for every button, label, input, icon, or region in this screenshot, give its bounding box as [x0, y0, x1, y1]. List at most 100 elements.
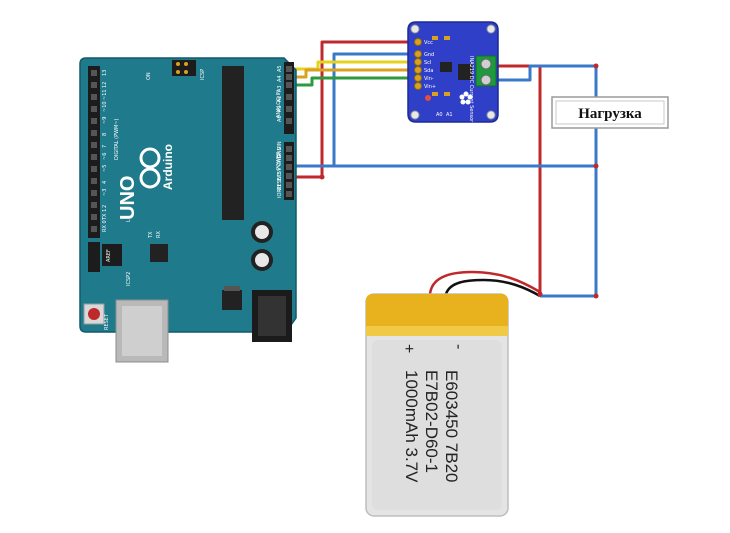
wire-a4-to-sda — [292, 60, 418, 71]
reset-button[interactable] — [88, 308, 100, 320]
ina219-chip — [440, 62, 452, 72]
load-box — [551, 96, 669, 129]
battery-body-shade — [372, 340, 502, 510]
analog-pin-label-a4: A4 — [277, 75, 283, 82]
digital-pin-label--6: ~6 — [102, 153, 108, 160]
digital-pin-label--10: ~10 — [102, 101, 108, 112]
power-led — [425, 95, 431, 101]
junction-dot — [537, 291, 543, 297]
battery-tape-strip — [366, 326, 508, 336]
wire-gnd-to-gnd — [292, 52, 418, 168]
icsp-header — [172, 60, 196, 76]
digital-pin-label-tx-1: TX 1 — [102, 209, 108, 221]
analog-pin-label-a1: A1 — [277, 105, 283, 112]
lipo-battery: + - E603450 7B20 E7B02-D60-1 1000mAh 3.7… — [365, 293, 509, 517]
digital-pin-label-8: 8 — [102, 133, 108, 136]
rx-label: RX — [156, 231, 162, 238]
power-pin-label-gnd: GND — [277, 146, 283, 158]
junction-dot — [593, 293, 599, 299]
sensor-smd-parts — [432, 36, 450, 96]
power-pin-label-3v3: 3V3 — [277, 172, 283, 182]
digital-pin-label--5: ~5 — [102, 165, 108, 172]
wire-vin-plus-to-battery — [498, 64, 542, 294]
analog-pin-label-a3: A3 — [277, 85, 283, 92]
sensor-title: INA219 DC Current Sensor — [468, 56, 474, 123]
arduino-brand: Arduino — [161, 144, 175, 190]
sensor-address-a1: A1 — [446, 112, 453, 118]
power-jack-inner — [258, 296, 286, 336]
terminal-screw-2[interactable] — [480, 74, 492, 86]
wire-vin-minus-to-load — [498, 64, 598, 97]
analog-pin-label-a0: A0 — [277, 115, 283, 122]
icsp-label: ICSP — [200, 69, 206, 80]
voltage-regulator — [222, 290, 242, 310]
reset-label: RESET — [104, 313, 110, 330]
shunt-resistor — [458, 64, 472, 80]
terminal-screw-1[interactable] — [480, 58, 492, 70]
battery-line-2: E7B02-D60-1 — [422, 370, 441, 473]
battery-line-1: E603450 7B20 — [442, 370, 461, 483]
sensor-pin-label-vin-: Vin- — [424, 76, 434, 82]
power-label: POWER — [276, 151, 282, 170]
junction-dot — [593, 163, 599, 169]
wire-load-to-battery-minus — [540, 128, 598, 298]
usb-connector-inner — [122, 306, 162, 356]
battery-lead-black — [444, 278, 541, 298]
icsp2-header — [102, 244, 122, 266]
adafruit-logo — [459, 91, 473, 105]
sensor-pin-label-vcc: Vcc — [424, 40, 433, 46]
icsp2-label: ICSP2 — [126, 272, 132, 286]
sensor-pin-label-scl: Scl — [424, 60, 431, 66]
digital-pin-label-2: 2 — [102, 205, 108, 208]
battery-line-3: 1000mAh 3.7V — [402, 370, 421, 483]
l-label: L — [126, 219, 132, 222]
digital-pin-label--3: ~3 — [102, 189, 108, 196]
wire-signal-green — [292, 76, 418, 87]
wires — [292, 40, 598, 298]
arduino-uno-model: UNO — [117, 176, 139, 220]
sensor-pin-pads — [414, 38, 422, 90]
ina219-sensor-board: INA219 DC Current Sensor VccGndSclSdaVin… — [407, 21, 499, 123]
load-label: Нагрузка — [578, 106, 642, 122]
aref-label: AREF — [106, 249, 112, 262]
digital-pin-label-4: 4 — [102, 181, 108, 184]
load-resistor: Нагрузка — [551, 96, 669, 129]
analog-header-pins — [286, 66, 292, 124]
digital-pin-label-12: 12 — [102, 82, 108, 88]
aref-header — [88, 242, 100, 272]
power-pin-label-5v: 5V — [277, 167, 283, 174]
wire-junctions — [319, 63, 599, 299]
battery-minus: - — [450, 344, 467, 349]
regulator-tab — [224, 286, 240, 291]
capacitor-1-top — [255, 225, 269, 239]
analog-label: ANALOG IN — [276, 90, 282, 118]
digital-label: DIGITAL (PWM~) — [114, 118, 120, 160]
sensor-pin-label-vin-: Vin+ — [424, 84, 436, 90]
junction-dot — [319, 174, 325, 180]
junction-dot — [593, 63, 599, 69]
digital-pin-label-13: 13 — [102, 70, 108, 76]
usb-chip — [150, 244, 168, 262]
power-pin-label-reset: RESET — [277, 173, 283, 190]
arduino-uno-board: UNO Arduino DIGITAL (PWM~) ANALOG IN POW… — [79, 57, 297, 363]
power-header — [284, 142, 294, 200]
digital-pin-label-rx-0: RX 0 — [102, 220, 108, 232]
battery-lead-red — [428, 270, 541, 295]
power-pin-label-ioref: IOREF — [277, 183, 283, 198]
power-pin-label-vin: VIN — [277, 141, 283, 150]
tx-label: TX — [148, 231, 154, 239]
digital-header — [88, 66, 100, 238]
analog-pin-label-a5: A5 — [277, 65, 283, 72]
sensor-pin-label-sda: Sda — [424, 68, 433, 74]
load-box-inner — [555, 100, 665, 125]
atmega-chip — [222, 66, 244, 220]
sensor-pin-label-gnd: Gnd — [424, 52, 434, 58]
capacitor-2-top — [255, 253, 269, 267]
sensor-mount-holes — [410, 24, 496, 120]
sensor-address-a0: A0 — [436, 112, 443, 118]
